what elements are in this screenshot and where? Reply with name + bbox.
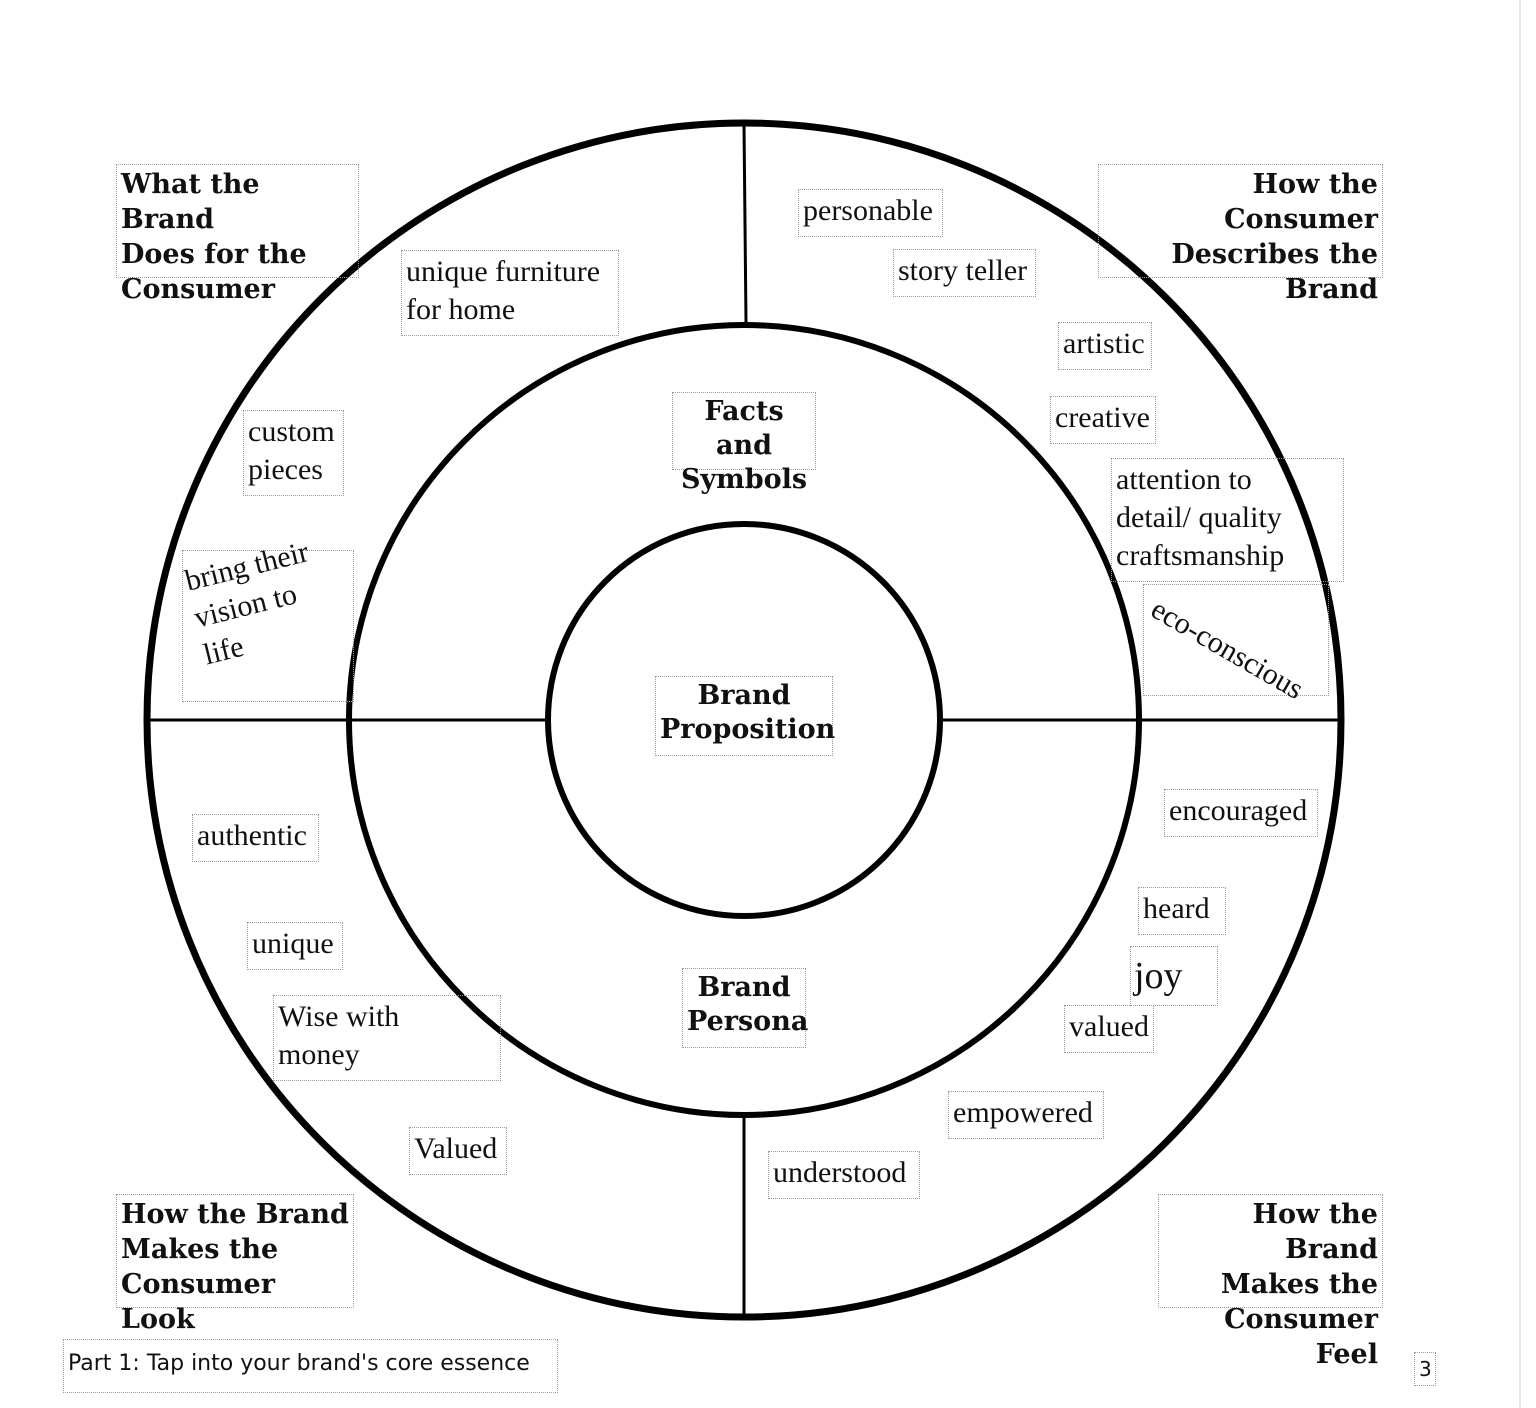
brand-persona-label: Brand Persona	[682, 968, 808, 1048]
note-story-teller: story teller	[893, 249, 1036, 297]
note-custom-pieces: custom pieces	[243, 410, 344, 496]
note-artistic: artistic	[1058, 322, 1152, 370]
page-number: 3	[1414, 1352, 1436, 1386]
note-creative: creative	[1050, 396, 1156, 444]
footer-caption: Part 1: Tap into your brand's core essen…	[63, 1339, 558, 1393]
outer-ring	[143, 119, 1345, 1321]
note-understood: understood	[768, 1151, 920, 1199]
note-authentic: authentic	[192, 814, 319, 862]
brand-proposition-label: Brand Proposition	[655, 676, 835, 756]
note-heard: heard	[1138, 887, 1226, 935]
note-joy-frame	[1130, 946, 1218, 1006]
quadrant-title-consumer-describes: How the Consumer Describes the Brand	[1098, 164, 1383, 305]
note-empowered: empowered	[948, 1091, 1104, 1139]
divider-top	[742, 124, 748, 323]
note-valued-feel: valued	[1064, 1005, 1154, 1053]
quadrant-title-consumer-feel: How the Brand Makes the Consumer Feel	[1158, 1194, 1383, 1370]
note-personable: personable	[798, 189, 943, 237]
note-attention-to-detail: attention to detail/ quality craftsmansh…	[1111, 458, 1344, 582]
note-unique-furniture: unique furniture for home	[401, 250, 619, 336]
note-joy: joy	[1134, 955, 1183, 997]
quadrant-title-consumer-look: How the Brand Makes the Consumer Look	[116, 1194, 354, 1335]
note-vision-frame	[182, 550, 354, 702]
note-eco-frame	[1143, 584, 1329, 696]
quadrant-title-does-for-consumer: What the Brand Does for the Consumer	[116, 164, 359, 305]
note-encouraged: encouraged	[1164, 789, 1318, 837]
note-wise-with-money: Wise with money	[273, 995, 501, 1081]
page-edge-rule	[1519, 0, 1521, 1408]
note-valued-look: Valued	[409, 1127, 507, 1175]
note-unique: unique	[247, 922, 343, 970]
facts-and-symbols-label: Facts and Symbols	[672, 392, 816, 495]
